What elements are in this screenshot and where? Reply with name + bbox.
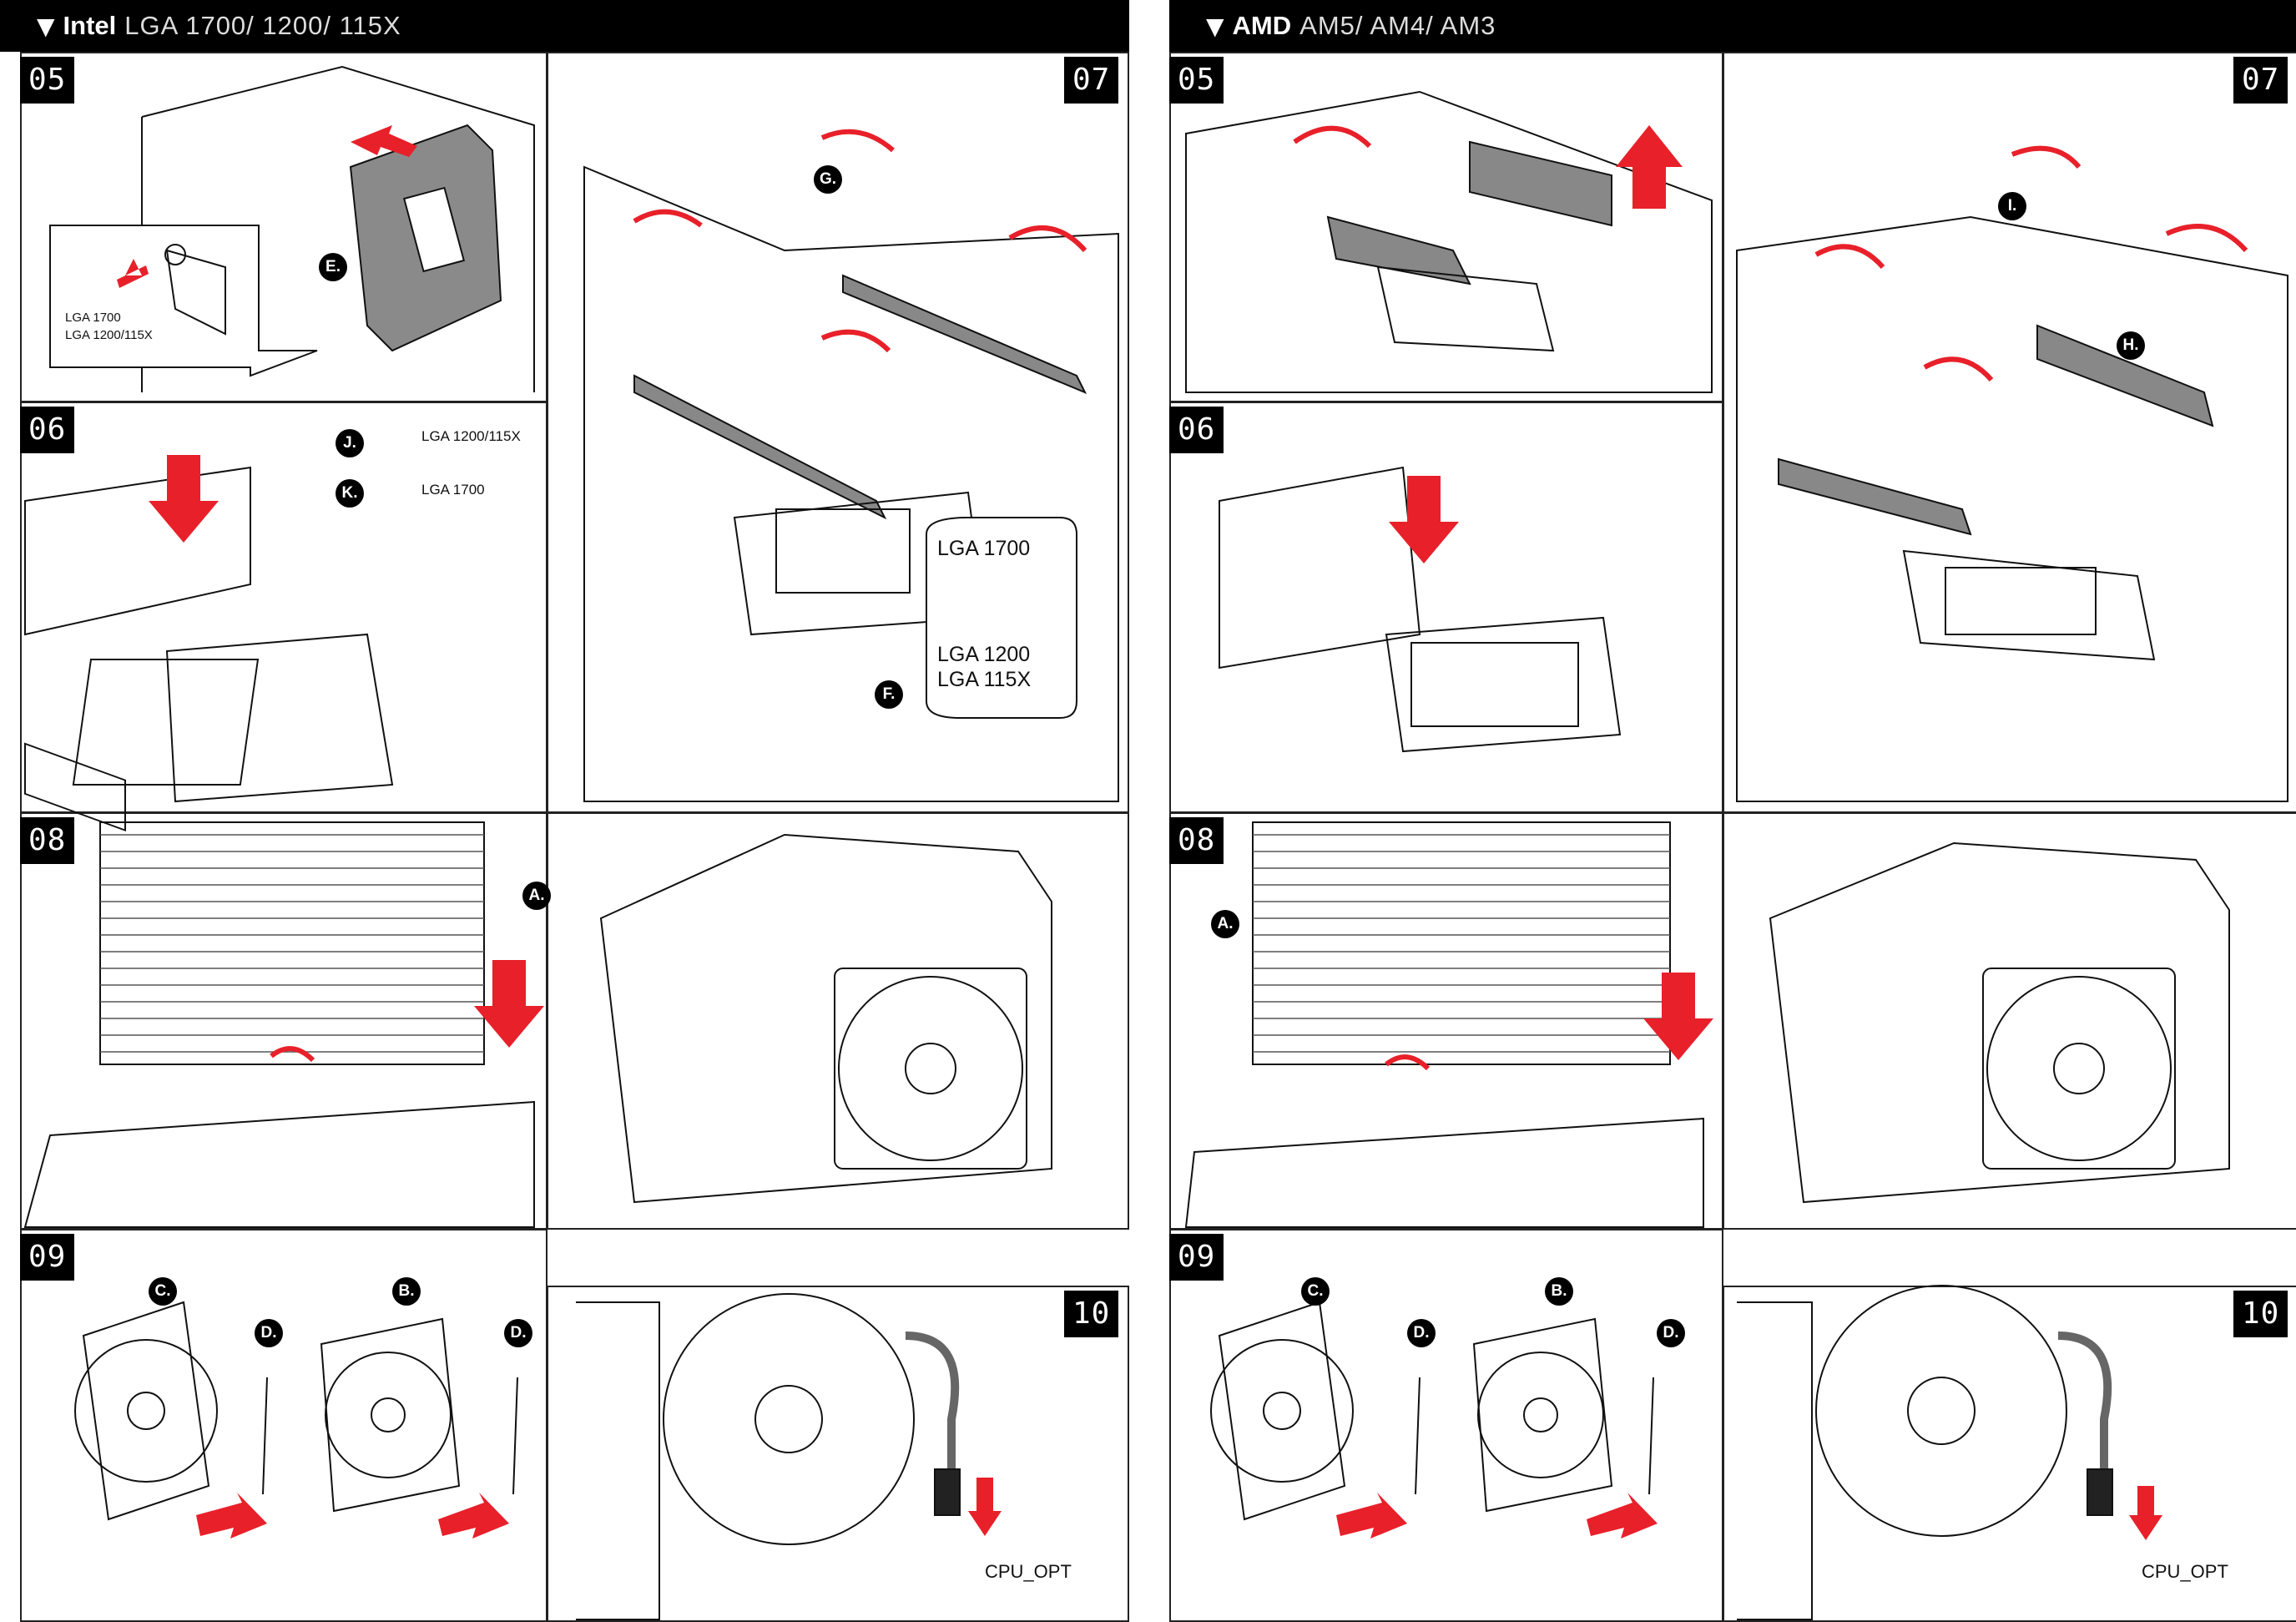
intel-step-08: 08 bbox=[20, 817, 74, 864]
intel-step-10: 10 bbox=[1064, 1291, 1118, 1337]
amd-page: ▼ AMD AM5/ AM4/ AM3 bbox=[1169, 0, 2296, 1622]
amd-step-07: 07 bbox=[2233, 57, 2288, 104]
lga1700-big-label: LGA 1700 bbox=[937, 537, 1030, 561]
callout-a: A. bbox=[1211, 910, 1239, 938]
amd-step-10: 10 bbox=[2233, 1291, 2288, 1337]
intel-step-07: 07 bbox=[1064, 57, 1118, 104]
lga115x-big-label: LGA 115X bbox=[937, 668, 1031, 692]
callout-d1: D. bbox=[255, 1319, 283, 1347]
callout-c: C. bbox=[149, 1277, 177, 1306]
lga1200-small-label: LGA 1200/115X bbox=[65, 328, 153, 342]
red-arrow-icon bbox=[351, 125, 417, 157]
cpu-opt-label: CPU_OPT bbox=[985, 1561, 1072, 1583]
amd-illustrations bbox=[1169, 0, 2296, 1622]
intel-step-05: 05 bbox=[20, 57, 74, 104]
amd-step-08: 08 bbox=[1169, 817, 1224, 864]
callout-d2: D. bbox=[504, 1319, 532, 1347]
callout-b: B. bbox=[392, 1277, 421, 1306]
red-arrow-up-icon bbox=[1616, 125, 1683, 209]
callout-h: H. bbox=[2117, 331, 2145, 360]
callout-i: I. bbox=[1998, 192, 2026, 220]
k-socket-label: LGA 1700 bbox=[421, 482, 485, 498]
amd-step-06: 06 bbox=[1169, 407, 1224, 453]
j-socket-label: LGA 1200/115X bbox=[421, 428, 521, 445]
intel-page: ▼ Intel LGA 1700/ 1200/ 115X bbox=[0, 0, 1129, 1622]
amd-step-09: 09 bbox=[1169, 1234, 1224, 1281]
callout-c: C. bbox=[1301, 1277, 1330, 1306]
callout-d2: D. bbox=[1657, 1319, 1685, 1347]
intel-step-06: 06 bbox=[20, 407, 74, 453]
callout-e: E. bbox=[319, 253, 347, 281]
callout-b: B. bbox=[1545, 1277, 1573, 1306]
callout-f: F. bbox=[875, 680, 903, 709]
callout-j: J. bbox=[336, 429, 364, 457]
callout-a: A. bbox=[522, 882, 551, 910]
callout-g: G. bbox=[814, 165, 842, 194]
cpu-opt-label: CPU_OPT bbox=[2142, 1561, 2228, 1583]
lga1700-small-label: LGA 1700 bbox=[65, 311, 121, 325]
callout-k: K. bbox=[336, 479, 364, 508]
amd-step-05: 05 bbox=[1169, 57, 1224, 104]
callout-d1: D. bbox=[1407, 1319, 1436, 1347]
lga1200-big-label: LGA 1200 bbox=[937, 643, 1030, 667]
intel-illustrations bbox=[0, 0, 1129, 1622]
intel-step-09: 09 bbox=[20, 1234, 74, 1281]
